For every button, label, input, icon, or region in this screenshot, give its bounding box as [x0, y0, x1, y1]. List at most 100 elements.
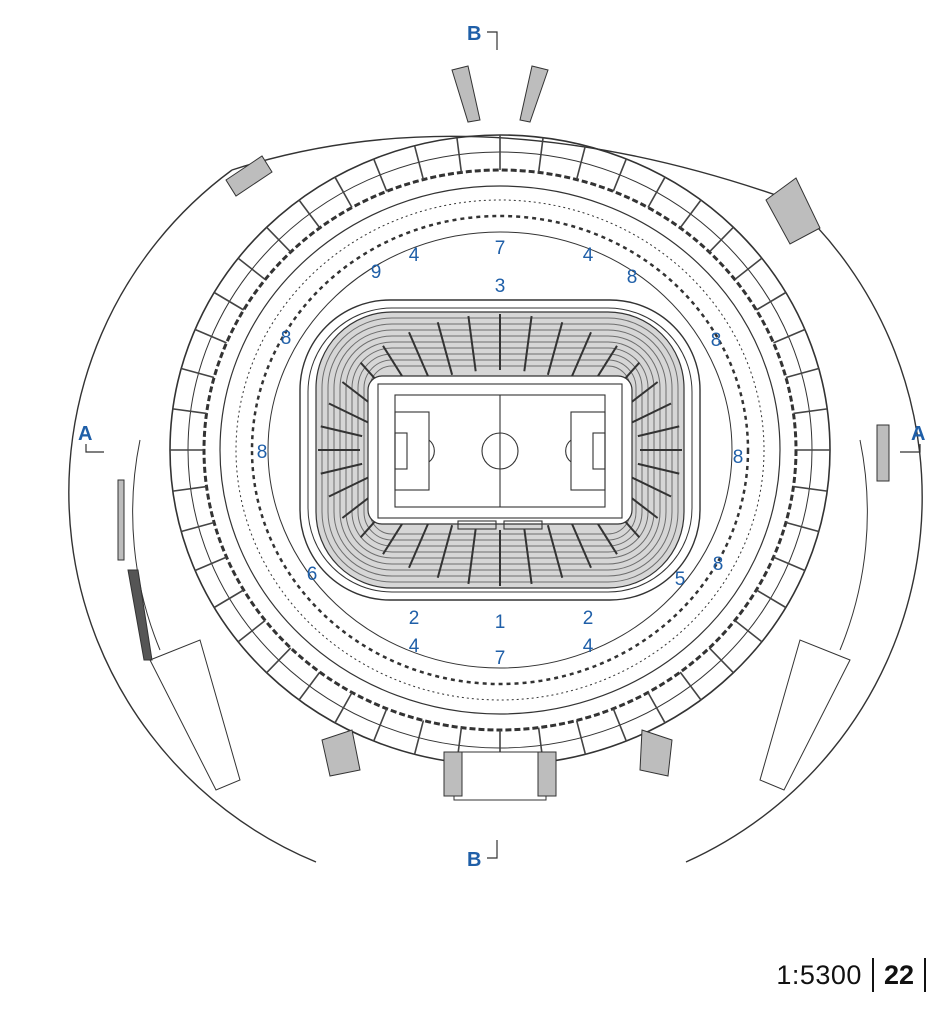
aisle-line: [546, 524, 564, 579]
scale-label: 1:5300: [776, 959, 862, 990]
stair-tick: [194, 328, 227, 344]
section-b-top-marker: [487, 31, 498, 50]
label-2-right: 2: [583, 608, 594, 629]
aisle-line: [436, 321, 454, 376]
stair-tick: [213, 291, 245, 311]
stair-tick: [793, 485, 828, 492]
aisle-line: [569, 331, 592, 382]
stair-tick: [372, 708, 388, 742]
label-1: 1: [495, 612, 506, 633]
label-8-mid-right: 8: [733, 447, 744, 468]
aisle-line: [320, 425, 363, 438]
label-7-bottom: 7: [495, 648, 506, 669]
section-a-right-marker: [900, 444, 921, 453]
stair-tick: [172, 485, 207, 492]
label-3: 3: [495, 276, 506, 297]
footer-divider-end: [924, 958, 926, 992]
stair-tick: [612, 158, 628, 192]
stair-tick: [298, 671, 321, 701]
section-markers: B B A A: [78, 23, 925, 871]
section-b-top: B: [467, 23, 481, 45]
stair-tick: [456, 137, 463, 173]
stair-tick: [575, 145, 587, 180]
label-6: 6: [307, 564, 318, 585]
stair-tick: [679, 671, 702, 701]
stair-tick: [755, 291, 787, 311]
stair-tick: [537, 137, 544, 173]
stair-tick: [612, 708, 628, 742]
label-4-top-left: 4: [409, 245, 420, 266]
stair-tick: [237, 619, 266, 643]
football-pitch: [377, 383, 623, 530]
external-stairs: [117, 65, 890, 801]
label-4-bottom-left: 4: [409, 636, 420, 657]
stair-tick: [413, 720, 425, 755]
stair-tick: [773, 328, 806, 344]
aisle-line: [546, 321, 564, 376]
stair-tick: [181, 521, 215, 533]
aisle-line: [467, 315, 477, 372]
lower-wings: [149, 639, 851, 791]
aisle-line: [467, 528, 477, 585]
stair-tick: [793, 408, 828, 415]
aisle-line: [320, 462, 363, 475]
stair-tick: [181, 367, 215, 379]
stair-tick: [172, 408, 207, 415]
stair-tick: [194, 556, 227, 572]
section-a-right: A: [911, 423, 925, 445]
stair-tick: [334, 176, 353, 208]
stair-tick: [575, 720, 587, 755]
label-4-bottom-right: 4: [583, 636, 594, 657]
aisle-line: [637, 462, 680, 475]
label-9: 9: [371, 262, 382, 283]
stair-tick: [237, 257, 266, 281]
stair-tick: [708, 226, 734, 253]
section-b-bottom-marker: [487, 840, 498, 859]
page-number: 22: [883, 959, 914, 990]
stair-tick: [773, 556, 806, 572]
section-b-bottom: B: [467, 849, 481, 871]
section-a-left: A: [78, 423, 92, 445]
aisle-line: [631, 476, 672, 498]
stair-tick: [679, 199, 702, 229]
aisle-line: [631, 402, 672, 424]
label-2-left: 2: [409, 608, 420, 629]
outer-site-arcs: [68, 135, 923, 863]
aisle-line: [408, 518, 431, 569]
stair-tick: [213, 589, 245, 609]
aisle-line: [523, 528, 533, 585]
stair-tick: [785, 367, 819, 379]
label-8-upper-right: 8: [711, 330, 722, 351]
label-5: 5: [675, 569, 686, 590]
stair-tick: [413, 145, 425, 180]
stair-tick: [734, 257, 763, 281]
section-a-left-marker: [85, 444, 104, 453]
stair-tick: [372, 158, 388, 192]
stair-tick: [647, 176, 666, 208]
stair-tick: [734, 619, 763, 643]
stair-tick: [647, 692, 666, 724]
stair-tick: [785, 521, 819, 533]
stair-tick: [755, 589, 787, 609]
radial-ticks: [170, 135, 830, 765]
aisle-line: [637, 425, 680, 438]
label-8-top-right: 8: [627, 267, 638, 288]
aisle-line: [328, 476, 369, 498]
aisle-line: [569, 518, 592, 569]
label-8-upper-left: 8: [281, 328, 292, 349]
label-8-mid-left: 8: [257, 442, 268, 463]
aisle-line: [436, 524, 454, 579]
stair-tick: [298, 199, 321, 229]
stair-tick: [334, 692, 353, 724]
page-footer: 1:5300 22: [776, 955, 926, 995]
label-4-top-right: 4: [583, 245, 594, 266]
stair-tick: [266, 647, 292, 674]
stair-tick: [708, 647, 734, 674]
label-8-lower-right: 8: [713, 554, 724, 575]
label-7-top: 7: [495, 238, 506, 259]
aisle-line: [408, 331, 431, 382]
aisle-line: [328, 402, 369, 424]
aisle-line: [523, 315, 533, 372]
area-labels: 1 2 2 3 4 4 4 4 5 6 7 7 8 8 8 8 8 8 9: [257, 238, 744, 669]
